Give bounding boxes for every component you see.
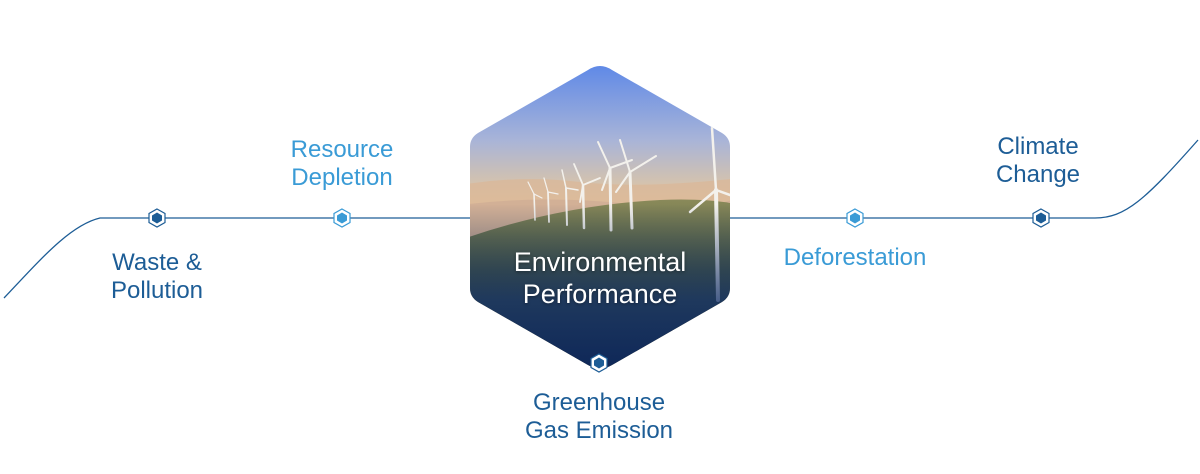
wind-turbine-image [470,66,730,369]
label-greenhouse-gas: Greenhouse Gas Emission [524,389,674,444]
label-waste-pollution: Waste & Pollution [110,249,204,304]
node-climate-change [1032,208,1050,228]
node-waste-pollution [148,208,166,228]
center-title: Environmental Performance [513,247,687,309]
node-resource-depletion [333,208,351,228]
label-climate-change: Climate Change [995,133,1081,188]
node-greenhouse-gas [590,353,608,373]
label-deforestation: Deforestation [783,244,927,271]
node-deforestation [846,208,864,228]
label-resource-depletion: Resource Depletion [290,136,394,191]
